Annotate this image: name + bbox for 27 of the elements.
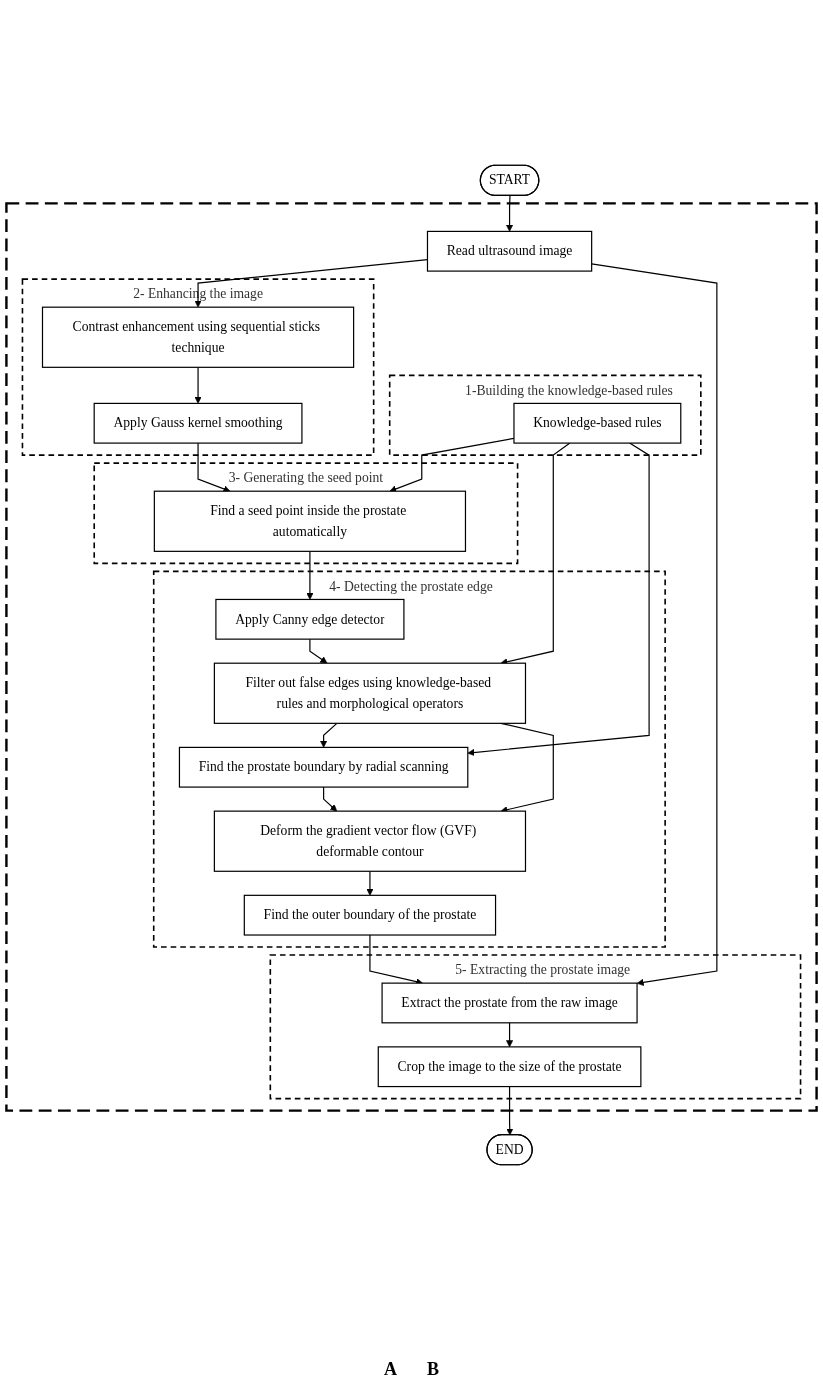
node-box: Filter out false edges using knowledge-based rules and morphological operators bbox=[213, 662, 527, 724]
cluster bbox=[5, 202, 818, 1112]
node-box: Apply Canny edge detector bbox=[215, 598, 405, 640]
arrow bbox=[197, 442, 231, 493]
arrow bbox=[309, 638, 328, 664]
node-box: Knowledge-based rules bbox=[513, 402, 682, 444]
node-box: Deform the gradient vector flow (GVF) deformable contour bbox=[213, 810, 527, 872]
connector-letter: A bbox=[384, 1359, 397, 1380]
node-box: Contrast enhancement using sequential sticks technique bbox=[41, 306, 355, 368]
node-box: Apply Gauss kernel smoothing bbox=[93, 402, 303, 444]
arrow bbox=[320, 722, 338, 748]
arrow bbox=[506, 1022, 514, 1048]
node-box: Read ultrasound image bbox=[426, 230, 593, 272]
arrow bbox=[366, 870, 374, 896]
node-box: Find the prostate boundary by radial scanning bbox=[178, 746, 469, 788]
connector-letter: B bbox=[427, 1359, 439, 1380]
arrow bbox=[306, 550, 314, 600]
node-box: Extract the prostate from the raw image bbox=[381, 982, 638, 1024]
node-box: Crop the image to the size of the prostate bbox=[377, 1046, 642, 1088]
arrow bbox=[591, 263, 718, 986]
arrow bbox=[467, 442, 650, 756]
node-box: Find a seed point inside the prostate automatically bbox=[153, 490, 467, 552]
arrow bbox=[194, 366, 202, 404]
arrow bbox=[506, 1085, 514, 1136]
arrow bbox=[323, 786, 338, 812]
arrow bbox=[506, 195, 514, 232]
node-box: Find the outer boundary of the prostate bbox=[243, 894, 497, 936]
